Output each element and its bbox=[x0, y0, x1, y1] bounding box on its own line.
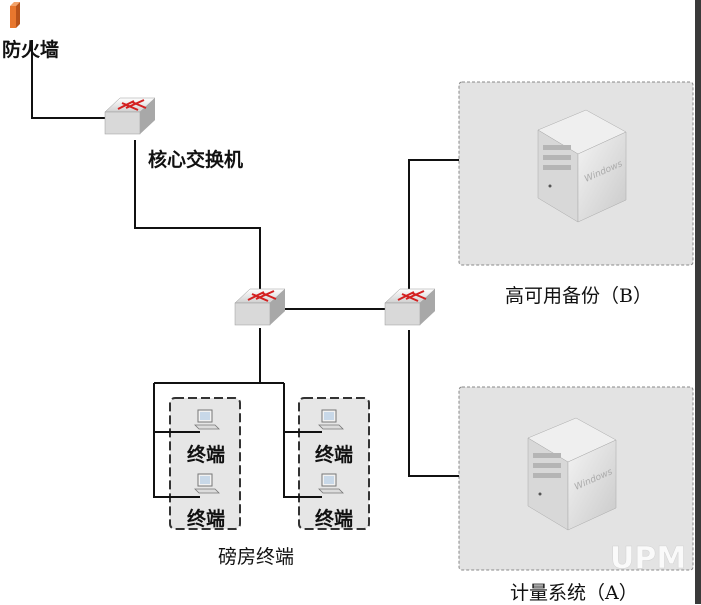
link-terminal-right-bottom bbox=[283, 432, 322, 498]
terminal-label: 终端 bbox=[315, 508, 354, 530]
link-server-switch-ha bbox=[408, 159, 459, 292]
distribution-switch-icon bbox=[234, 288, 286, 326]
metering-label: 计量系统（A） bbox=[510, 582, 638, 604]
firewall-icon bbox=[10, 2, 20, 28]
server-icon-ha: Windows bbox=[537, 109, 627, 223]
watermark-text: UPM bbox=[610, 541, 686, 576]
link-core-distribution bbox=[134, 140, 261, 292]
server-icon-metering: Windows bbox=[527, 417, 617, 531]
upm-watermark-logo: UPM bbox=[610, 541, 687, 577]
terminal-computer-icon bbox=[194, 473, 220, 494]
weighroom-label: 磅房终端 bbox=[218, 546, 295, 568]
terminal-label: 终端 bbox=[315, 444, 354, 466]
right-edge-bar bbox=[695, 0, 701, 604]
terminal-label: 终端 bbox=[187, 508, 226, 530]
core-switch-label: 核心交换机 bbox=[148, 149, 244, 171]
terminal-computer-icon bbox=[318, 409, 344, 430]
connection-lines bbox=[31, 40, 459, 498]
link-terminal-left-bottom bbox=[153, 432, 200, 498]
terminal-computer-icon bbox=[318, 473, 344, 494]
terminal-computer-icon bbox=[194, 409, 220, 430]
firewall-label: 防火墙 bbox=[2, 39, 60, 61]
core-switch-icon bbox=[104, 97, 156, 135]
link-server-switch-metering bbox=[408, 330, 459, 477]
terminal-label: 终端 bbox=[187, 444, 226, 466]
server-switch-icon bbox=[384, 288, 436, 326]
ha-backup-label: 高可用备份（B） bbox=[505, 285, 652, 307]
link-firewall-core bbox=[31, 40, 108, 119]
